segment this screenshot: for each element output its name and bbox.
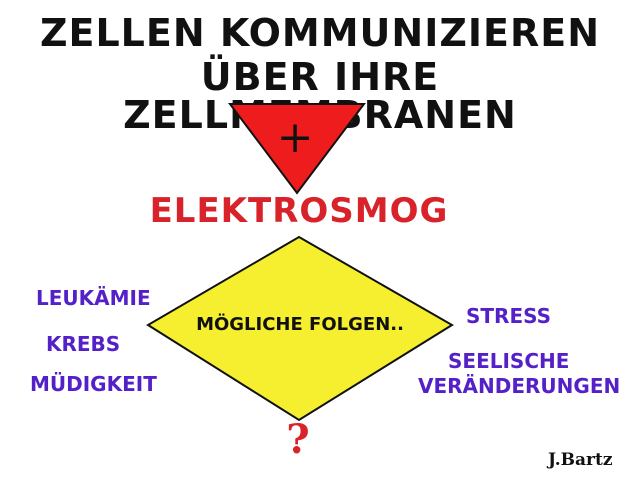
question-mark: ? (286, 416, 310, 463)
center-label: MÖGLICHE FOLGEN.. (196, 314, 404, 335)
title-line-1: ZELLEN KOMMUNIZIEREN (39, 11, 601, 55)
effect-veraenderungen: VERÄNDERUNGEN (418, 374, 621, 398)
effect-seelische: SEELISCHE (448, 349, 570, 373)
red-triangle (227, 103, 367, 195)
effect-stress: STRESS (466, 304, 552, 328)
yellow-diamond (146, 235, 454, 422)
effect-krebs: KREBS (46, 332, 121, 356)
keyword-elektrosmog: ELEKTROSMOG (149, 191, 449, 231)
plus-sign: + (276, 112, 314, 163)
author-signature: J.Bartz (548, 450, 613, 470)
effect-muedigkeit: MÜDIGKEIT (30, 372, 157, 396)
title-line-2: ÜBER IHRE ZELLMEMBRANEN (123, 55, 516, 134)
effect-leukaemie: LEUKÄMIE (36, 286, 151, 310)
